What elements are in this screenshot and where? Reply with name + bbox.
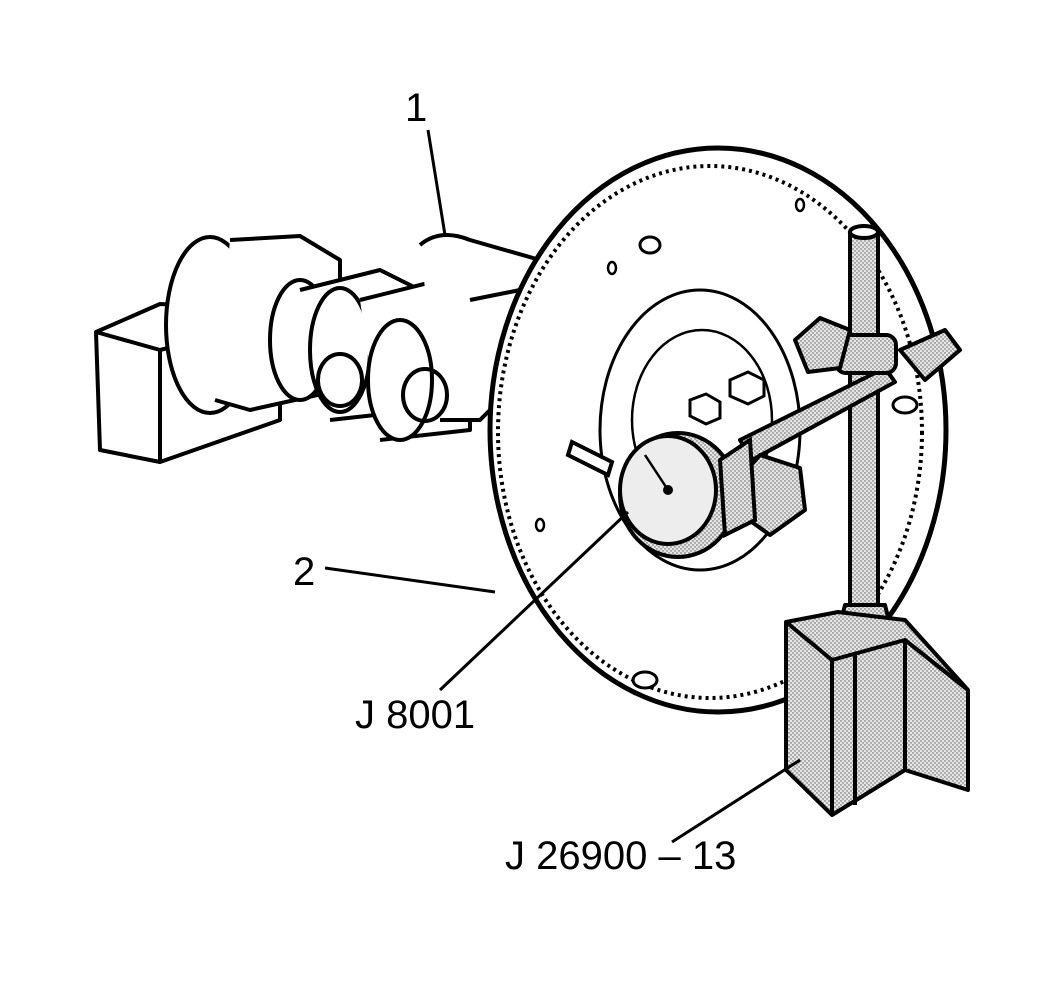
leader-lines [324,129,801,844]
leader-item-1 [426,129,447,236]
leader-j26900 [671,758,801,844]
callout-flywheel: 2 [293,550,316,594]
flywheel [487,145,949,715]
dial-indicator [565,431,758,559]
leader-j8001 [438,510,630,692]
clamp-arm [736,316,962,537]
magnetic-base-stand [784,224,970,817]
callout-crankshaft: 1 [405,86,428,130]
crankshaft [164,233,542,442]
leader-item-2 [324,566,496,594]
callout-dial-indicator: J 8001 [355,693,476,737]
callout-magnetic-base: J 26900 – 13 [505,834,737,878]
